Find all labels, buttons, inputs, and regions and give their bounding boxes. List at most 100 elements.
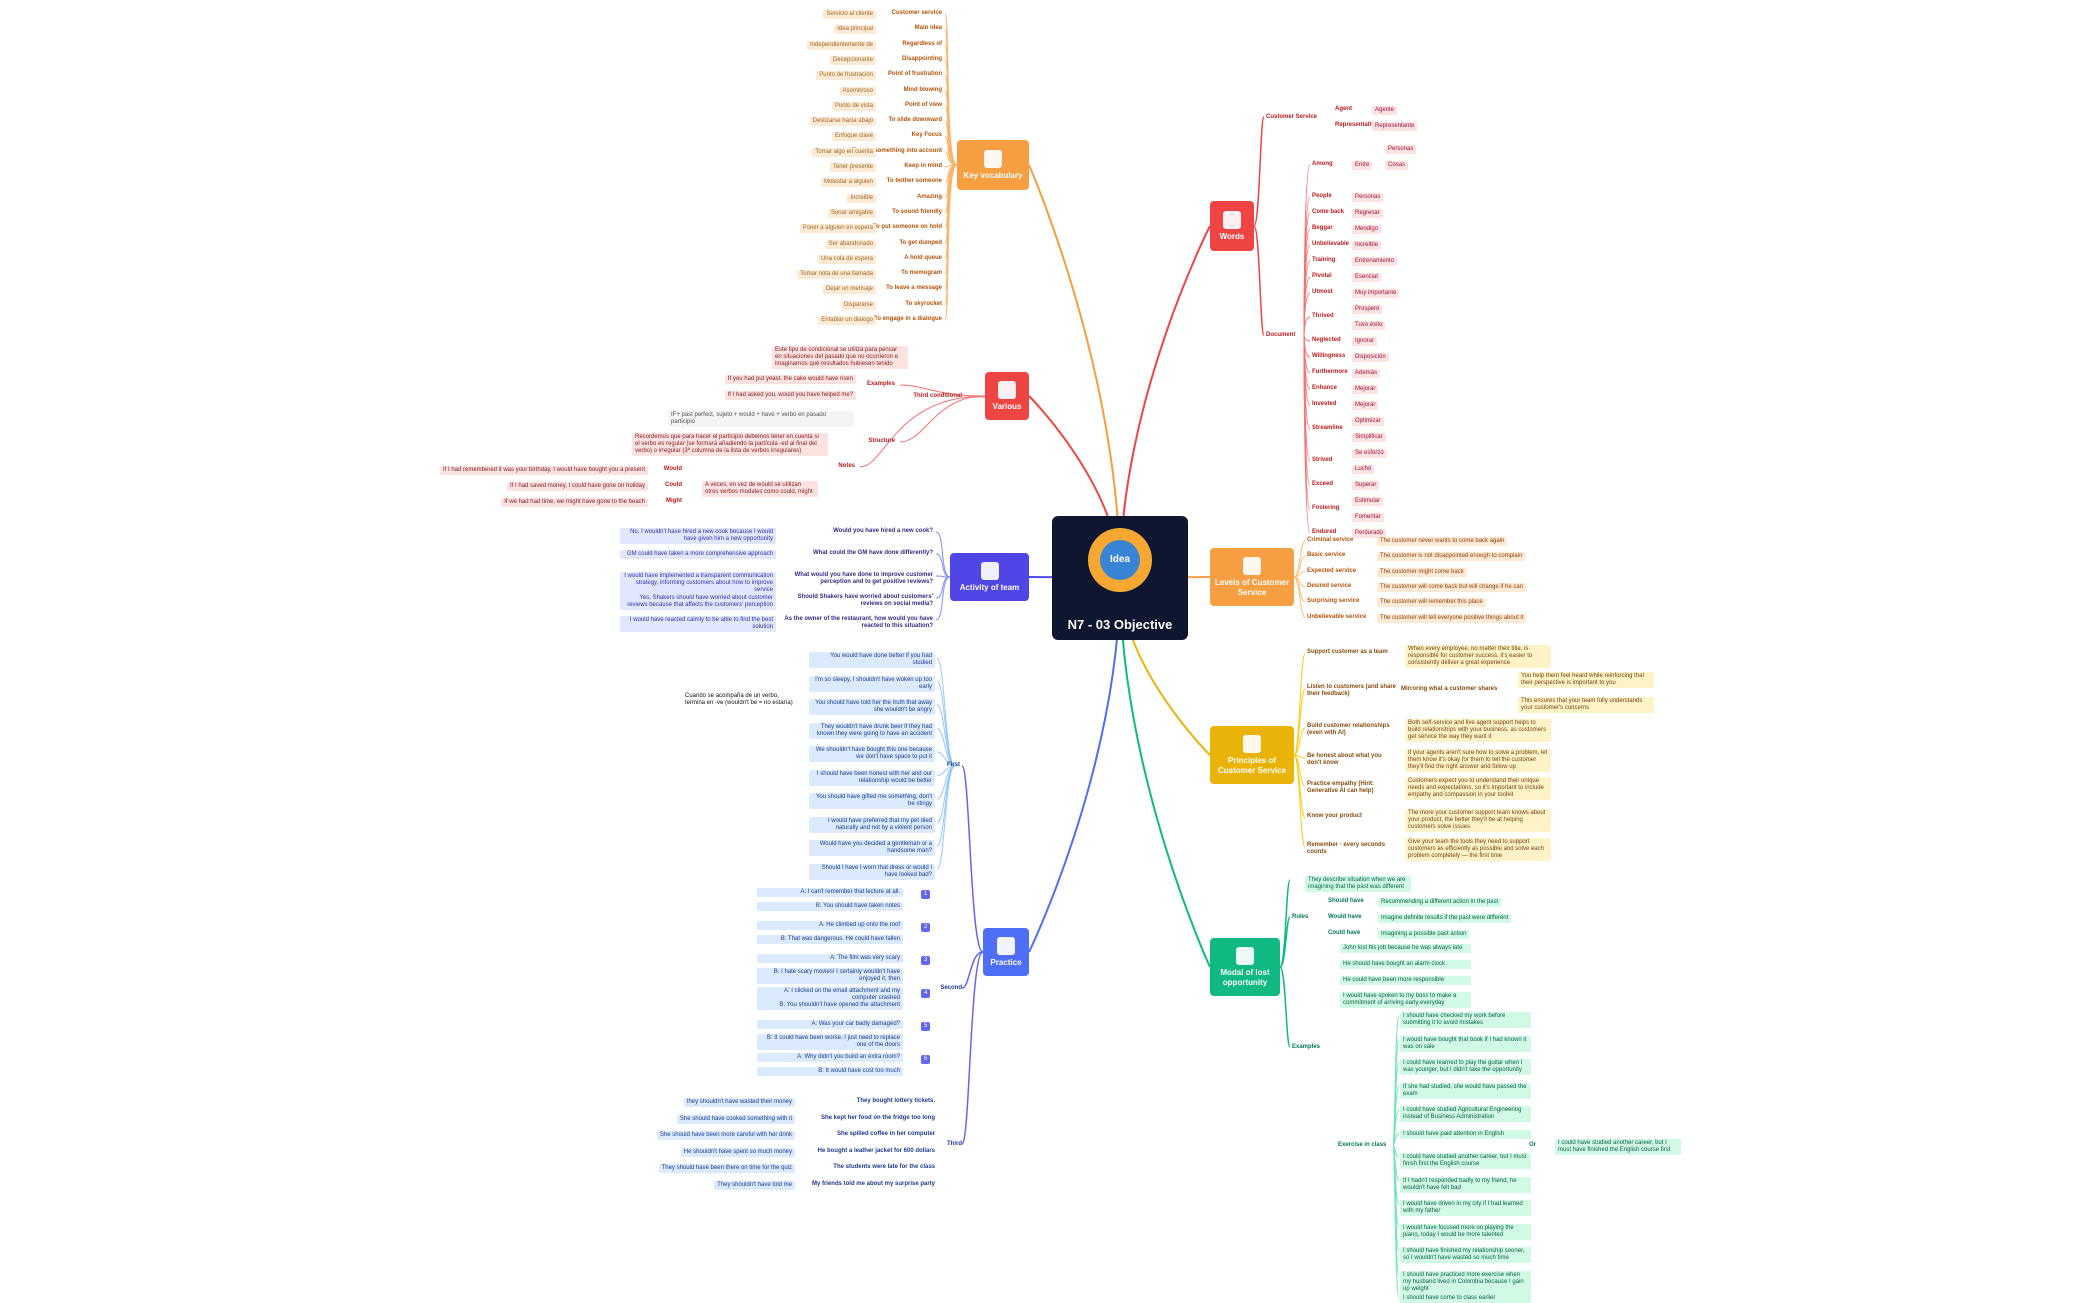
modal-example[interactable]: If I had saved money, I could have gone … [507,482,648,491]
branch-words[interactable]: Words [1210,201,1254,251]
level-name[interactable]: Criminal service [1307,537,1354,543]
practice-third-advice[interactable]: They should have been there on time for … [658,1164,795,1173]
word-term[interactable]: Training [1312,257,1336,263]
branch-activity[interactable]: Activity of team [950,553,1029,601]
exercise-sentence[interactable]: I could have studied another career, but… [1400,1153,1531,1169]
dialogue-line[interactable]: B: You shouldn't have opened the attachm… [757,1001,903,1010]
branch-key-vocabulary[interactable]: Key vocabulary [957,140,1029,190]
word-term[interactable]: Neglected [1312,337,1341,343]
vocab-term[interactable]: Mind blowing [903,86,942,93]
vocab-translation[interactable]: Servicio al cliente [823,10,876,19]
practice-first-sentence[interactable]: They wouldn't have drunk beer if they ha… [809,722,935,739]
word-translation[interactable]: Entre [1352,161,1373,170]
word-translation[interactable]: Personas [1385,145,1417,154]
customer-service-label[interactable]: Customer Service [1266,114,1318,120]
word-term[interactable]: Pivotal [1312,273,1332,279]
structure-label[interactable]: Structure [868,438,895,444]
exercise-label[interactable]: Exercise in class [1338,1142,1387,1148]
dialogue-line[interactable]: A: I can't remember that lecture at all. [757,888,903,897]
exercise-sentence[interactable]: I could have learned to play the guitar … [1400,1059,1531,1075]
dialogue-line[interactable]: B: You should have taken notes [757,902,903,911]
vocab-term[interactable]: Key Focus [911,132,942,139]
exercise-number[interactable]: 1 [921,890,931,899]
word-translation[interactable]: Superar [1352,481,1380,490]
third-conditional-description[interactable]: Este tipo de condicional se utiliza para… [772,346,908,369]
activity-answer[interactable]: GM could have taken a more comprehensive… [620,550,776,559]
vocab-translation[interactable]: Poner a alguien en espera [799,224,876,234]
exercise-sentence[interactable]: If she had studied, she would have passe… [1400,1082,1531,1099]
example-sentence[interactable]: If you had put yeast, the cake would hav… [724,375,856,384]
level-description[interactable]: The customer never wants to come back ag… [1377,537,1508,546]
vocab-term[interactable]: To skyrocket [905,300,942,307]
principle-description[interactable]: When every employee, no matter their tit… [1405,645,1551,668]
principle-name[interactable]: Practice empathy (Hint: Generative AI ca… [1307,781,1375,794]
practice-first-sentence[interactable]: I should have been honest with her and o… [809,769,935,786]
level-name[interactable]: Unbelievable service [1307,613,1367,620]
principle-description[interactable]: The more your customer support team know… [1405,809,1551,832]
vocab-term[interactable]: Keep in mind [904,163,942,169]
vocab-translation[interactable]: Tener presente [829,163,876,172]
third-conditional-label[interactable]: Third conditional [913,393,962,399]
activity-answer[interactable]: No, I wouldn't have hired a new cook bec… [620,528,776,544]
word-translation[interactable]: Mejorar [1352,401,1379,410]
modal-label[interactable]: Could [665,482,682,488]
level-name[interactable]: Desired service [1307,582,1352,589]
vocab-translation[interactable]: Tomar nota de una llamada [797,270,876,280]
word-translation[interactable]: Representante [1372,122,1418,131]
rule-modal[interactable]: Should have [1328,898,1364,904]
modal-example[interactable]: If I had remembered it was your birthday… [439,466,648,475]
exercise-sentence[interactable]: I would have driven in my city if I had … [1400,1200,1531,1216]
practice-first-sentence[interactable]: Should I have I worn that dress or would… [809,863,935,880]
exercise-sentence[interactable]: I should have paid attention in English [1400,1129,1531,1139]
practice-third-situation[interactable]: She spilled coffee in her computer [836,1131,935,1137]
dialogue-line[interactable]: B: It would have cost too much [757,1067,903,1076]
practice-third-situation[interactable]: The students were late for the class [833,1164,935,1170]
notes-text[interactable]: A veces, en vez de would se utilizan otr… [702,481,818,497]
vocab-translation[interactable]: Independientemente de [806,40,876,50]
rule-meaning[interactable]: Imagining a possible past action [1378,930,1470,939]
vocab-translation[interactable]: Entablar un dialogo [818,316,876,325]
level-name[interactable]: Surprising service [1307,598,1360,605]
vocab-term[interactable]: To bother someone [886,178,942,185]
level-description[interactable]: The customer will come back but will cha… [1377,582,1527,592]
activity-question[interactable]: As the owner of the restaurant, how woul… [784,616,933,629]
principle-description[interactable]: If your agents aren't sure how to solve … [1405,749,1551,772]
exercise-alternative[interactable]: I could have studied another career, but… [1555,1139,1681,1155]
vocab-term[interactable]: Point of frustration [888,71,942,78]
practice-first-sentence[interactable]: You should have told her the truth that … [809,699,935,715]
principle-description[interactable]: Give your team the tools they need to su… [1405,838,1551,861]
vocab-term[interactable]: To put someone on hold [872,224,942,231]
word-term[interactable]: Agent [1335,106,1352,112]
center-topic[interactable]: Idea N7 - 03 Objective [1052,516,1188,640]
word-term[interactable]: Utmost [1312,289,1333,295]
modal-intro[interactable]: They describe situation when we are imag… [1305,876,1411,892]
word-translation[interactable]: Disposición [1352,353,1389,362]
exercise-sentence[interactable]: I could have studied Agricultural Engine… [1400,1106,1531,1122]
practice-first-note[interactable]: Cuando se acompaña de un verbo, termina … [685,693,793,706]
practice-third-situation[interactable]: My friends told me about my surprise par… [811,1180,935,1187]
word-translation[interactable]: Entrenamiento [1352,257,1398,266]
word-translation[interactable]: Esencial [1352,273,1381,282]
exercise-sentence[interactable]: I should have checked my work before sub… [1400,1012,1531,1028]
word-translation[interactable]: Se esforzó [1352,449,1387,458]
modal-example[interactable]: He should have bought an alarm clock [1340,960,1471,969]
word-translation[interactable]: Regresar [1352,209,1383,218]
word-translation[interactable]: Cosas [1385,161,1409,170]
level-description[interactable]: The customer is not disappointed enough … [1377,552,1526,562]
word-term[interactable]: Strived [1312,457,1333,463]
word-translation[interactable]: Mejorar [1352,385,1379,394]
exercise-number[interactable]: 3 [921,956,931,965]
practice-first-label[interactable]: First [946,762,960,768]
exercise-number[interactable]: 6 [921,1055,931,1064]
level-description[interactable]: The customer might come back [1377,567,1467,577]
branch-levels[interactable]: Levels of Customer Service [1210,548,1294,606]
structure-formula[interactable]: IF+ past perfect, sujeto + would + have … [668,411,854,427]
examples-label[interactable]: Examples [866,381,895,387]
vocab-translation[interactable]: Tomar algo en cuenta [812,147,876,157]
level-description[interactable]: The customer will tell everyone positive… [1377,613,1527,623]
word-term[interactable]: Exceed [1312,481,1334,487]
modal-example[interactable]: I would have spoken to my boss to make a… [1340,992,1471,1008]
exercise-number[interactable]: 5 [921,1022,931,1031]
vocab-term[interactable]: To get dumped [899,239,942,246]
dialogue-line[interactable]: B: It could have been worse. I just need… [757,1034,903,1050]
